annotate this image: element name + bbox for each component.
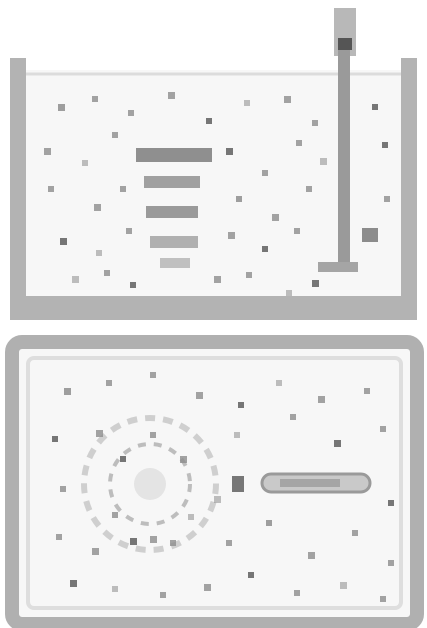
particle	[382, 142, 388, 148]
particle	[106, 380, 112, 386]
particle	[312, 280, 319, 287]
coil-turn	[136, 148, 212, 162]
particle	[214, 496, 221, 503]
particle	[226, 540, 232, 546]
particle	[160, 592, 166, 598]
particle	[56, 534, 62, 540]
particle	[60, 238, 67, 245]
particle	[180, 456, 187, 463]
particle	[92, 548, 99, 555]
particle	[72, 276, 79, 283]
particle	[262, 246, 268, 252]
particle	[52, 436, 58, 442]
particle	[284, 96, 291, 103]
particle	[60, 486, 66, 492]
particle	[120, 456, 126, 462]
particle	[306, 186, 312, 192]
particle	[236, 196, 242, 202]
particle	[112, 512, 118, 518]
particle	[130, 282, 136, 288]
particle	[170, 540, 176, 546]
particle	[318, 396, 325, 403]
particle	[276, 380, 282, 386]
particle	[384, 196, 390, 202]
particle	[340, 582, 347, 589]
particle	[150, 536, 157, 543]
coil-turn	[146, 206, 198, 218]
particle	[266, 520, 272, 526]
particle	[334, 440, 341, 447]
particle	[294, 590, 300, 596]
particle	[312, 120, 318, 126]
tube-foot	[318, 262, 358, 272]
particle	[214, 276, 221, 283]
particle	[44, 148, 51, 155]
particle	[188, 514, 194, 520]
particle	[70, 580, 77, 587]
particle	[364, 388, 370, 394]
top-vessel-left-wall	[10, 58, 26, 320]
particle	[234, 432, 240, 438]
particle	[262, 170, 268, 176]
particle	[112, 586, 118, 592]
particle	[296, 140, 302, 146]
particle	[204, 584, 211, 591]
particle	[286, 290, 292, 296]
particle	[104, 270, 110, 276]
particle	[92, 96, 98, 102]
particle	[94, 204, 101, 211]
particle	[96, 430, 103, 437]
particle	[196, 392, 203, 399]
particle	[58, 104, 65, 111]
coil-turn	[160, 258, 190, 268]
particle	[388, 500, 394, 506]
particle	[294, 228, 300, 234]
top-vessel-panel	[10, 8, 417, 320]
particle	[126, 228, 132, 234]
particle	[226, 148, 233, 155]
particle	[64, 388, 71, 395]
particle	[308, 552, 315, 559]
particle	[130, 538, 137, 545]
bottom-vessel-panel	[12, 342, 417, 624]
particle	[120, 186, 126, 192]
particle	[96, 250, 102, 256]
tube-cap	[338, 38, 352, 50]
particle	[388, 560, 394, 566]
particle	[380, 596, 386, 602]
particle	[320, 158, 327, 165]
cage-core	[134, 468, 166, 500]
particle	[246, 272, 252, 278]
particle	[272, 214, 279, 221]
tube-shaft	[338, 50, 350, 272]
bar-left-block	[232, 476, 244, 492]
particle	[150, 432, 156, 438]
particle	[372, 104, 378, 110]
particle	[112, 132, 118, 138]
particle	[238, 402, 244, 408]
top-vessel-bottom	[10, 296, 417, 320]
particle	[248, 572, 254, 578]
tube-side-marker	[362, 228, 378, 242]
particle	[380, 426, 386, 432]
particle	[352, 530, 358, 536]
particle	[168, 92, 175, 99]
coil-turn	[144, 176, 200, 188]
bar-inner	[280, 479, 340, 487]
particle	[48, 186, 54, 192]
particle	[228, 232, 235, 239]
particle	[82, 160, 88, 166]
particle	[290, 414, 296, 420]
particle	[128, 110, 134, 116]
top-vessel-right-wall	[401, 58, 417, 320]
coil-turn	[150, 236, 198, 248]
particle	[150, 372, 156, 378]
particle	[206, 118, 212, 124]
particle	[244, 100, 250, 106]
